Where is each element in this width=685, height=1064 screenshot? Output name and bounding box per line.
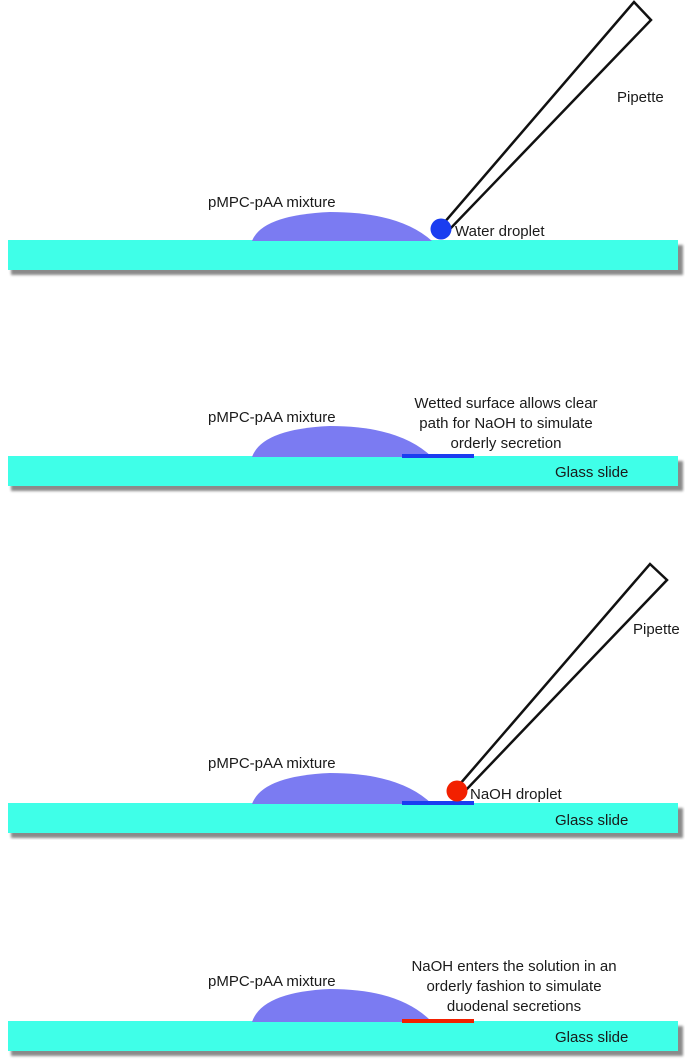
water-droplet	[430, 218, 452, 240]
mixture-label: pMPC-pAA mixture	[208, 194, 336, 211]
pipette-icon	[458, 562, 669, 792]
mixture-label: pMPC-pAA mixture	[208, 409, 336, 426]
slide-label: Glass slide	[555, 812, 628, 829]
glass-slide	[8, 1021, 678, 1051]
wetted-surface-line	[402, 454, 474, 458]
polymer-mixture	[252, 773, 432, 804]
step-4-panel: pMPC-pAA mixture NaOH enters the solutio…	[8, 958, 683, 1056]
glass-slide	[8, 803, 678, 833]
mixture-label: pMPC-pAA mixture	[208, 755, 336, 772]
pipette-icon	[441, 0, 653, 232]
note-line-2: path for NaOH to simulate	[419, 415, 592, 432]
polymer-mixture	[252, 989, 432, 1022]
note-line-1: NaOH enters the solution in an	[411, 958, 616, 975]
droplet-label: Water droplet	[455, 223, 545, 240]
glass-slide	[8, 240, 678, 270]
polymer-mixture	[252, 426, 432, 457]
mixture-label: pMPC-pAA mixture	[208, 973, 336, 990]
note-line-2: orderly fashion to simulate	[426, 978, 601, 995]
wetted-surface-line	[402, 801, 474, 805]
note-line-1: Wetted surface allows clear	[414, 395, 597, 412]
step-2-panel: pMPC-pAA mixture Wetted surface allows c…	[8, 395, 683, 491]
droplet-label: NaOH droplet	[470, 786, 563, 803]
step-3-panel: pMPC-pAA mixture NaOH droplet Pipette Gl…	[8, 562, 683, 838]
note-line-3: duodenal secretions	[447, 998, 581, 1015]
slide-label: Glass slide	[555, 1029, 628, 1046]
pipette-label: Pipette	[617, 89, 664, 106]
naoh-droplet	[446, 780, 468, 802]
naoh-path-line	[402, 1019, 474, 1023]
pipette-label: Pipette	[633, 621, 680, 638]
glass-slide	[8, 456, 678, 486]
polymer-mixture	[252, 212, 432, 241]
step-1-panel: pMPC-pAA mixture Water droplet Pipette	[8, 0, 683, 275]
slide-label: Glass slide	[555, 464, 628, 481]
note-line-3: orderly secretion	[451, 435, 562, 452]
